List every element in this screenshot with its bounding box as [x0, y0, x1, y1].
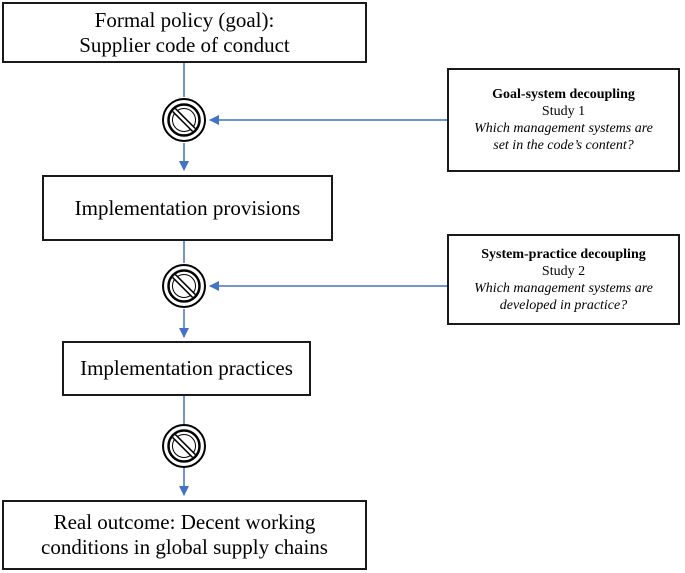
study-1-label: Study 1 — [541, 104, 586, 119]
real-outcome-line-2: conditions in global supply chains — [41, 535, 328, 559]
study-1-box: Goal-system decoupling Study 1 Which man… — [447, 68, 680, 172]
formal-policy-line-1: Formal policy (goal): — [94, 7, 275, 32]
study-2-label: Study 2 — [541, 263, 586, 279]
prohibition-icon — [162, 98, 206, 142]
implementation-provisions-label: Implementation provisions — [74, 195, 301, 220]
study-2-question-line-2: developed in practice? — [499, 297, 628, 313]
prohibition-icon — [162, 424, 206, 468]
real-outcome-line-1: Real outcome: Decent working — [53, 510, 316, 534]
implementation-provisions-box: Implementation provisions — [42, 175, 333, 241]
formal-policy-line-2: Supplier code of conduct — [79, 32, 290, 57]
implementation-practices-label: Implementation practices — [80, 356, 293, 380]
prohibition-icon — [162, 264, 206, 308]
study-2-title: System-practice decoupling — [481, 246, 646, 262]
study-1-question-line-1: Which management systems are — [474, 121, 653, 136]
implementation-practices-box: Implementation practices — [62, 341, 311, 396]
study-1-question-line-2: set in the code’s content? — [493, 138, 634, 153]
study-2-box: System-practice decoupling Study 2 Which… — [447, 234, 680, 325]
real-outcome-box: Real outcome: Decent working conditions … — [2, 500, 367, 570]
formal-policy-box: Formal policy (goal): Supplier code of c… — [2, 2, 367, 63]
study-2-question-line-1: Which management systems are — [474, 280, 653, 296]
study-1-title: Goal-system decoupling — [492, 87, 635, 102]
